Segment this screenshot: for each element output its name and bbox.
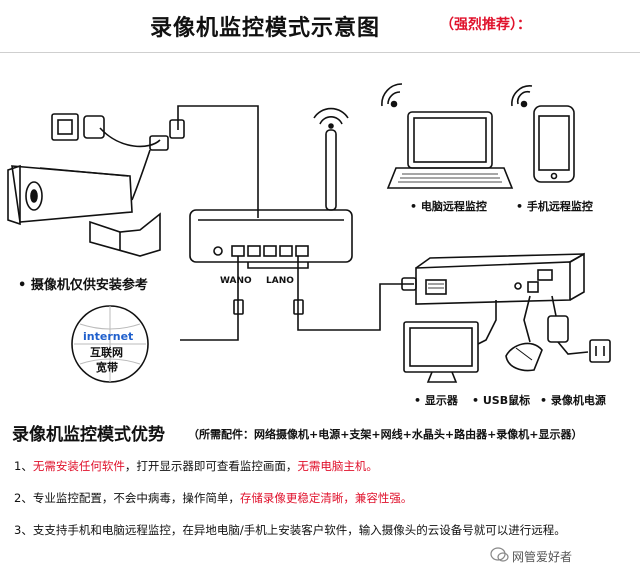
advantages-parts: （所需配件：网络摄像机+电源+支架+网线+水晶头+路由器+录像机+显示器） [188, 428, 583, 441]
monitor-icon [403, 321, 479, 383]
camera-bracket [89, 212, 161, 257]
nvr-power-adapter-icon [547, 315, 569, 343]
advantages-title: 录像机监控模式优势 [12, 425, 165, 445]
router-ports [231, 245, 309, 257]
camera-network-cable [177, 105, 259, 218]
header: 录像机监控模式示意图 （强烈推荐）： [0, 0, 640, 52]
item-text: 支支持手机和电脑远程监控，在异地电脑/手机上安装客户软件，输入摄像头的云设备号就… [32, 523, 566, 537]
wall-socket-icon [51, 113, 79, 141]
wifi-icon-router [313, 107, 349, 125]
router-wan-label: WANO [220, 276, 252, 286]
wan-cable [180, 256, 239, 341]
nvr-network-plug [401, 277, 417, 291]
wan-plug [233, 299, 244, 315]
tag-text: 强烈推荐 [454, 17, 510, 33]
nvr-recorder-icon [415, 252, 585, 305]
wechat-icon [490, 547, 509, 562]
diagram [7, 83, 611, 383]
router-icon [189, 209, 353, 263]
wall-socket-icon-right [589, 339, 611, 363]
footer-brand: 网管爱好者 [512, 550, 573, 564]
camera-note: • 摄像机仅供安装参考 [18, 278, 148, 293]
tag-open: （ [440, 17, 454, 33]
monitor-label: • 显示器 [414, 394, 458, 407]
usb-mouse-label: • USB鼠标 [472, 394, 531, 407]
router-antenna [325, 129, 337, 211]
wifi-icon-phone [511, 85, 533, 107]
advantage-item-3: 3、支支持手机和电脑远程监控，在异地电脑/手机上安装客户软件，输入摄像头的云设备… [14, 522, 566, 538]
router-lan-label: LANO [266, 276, 294, 286]
internet-cn2: 宽带 [96, 361, 118, 374]
internet-title: internet [83, 330, 134, 343]
laptop-icon [386, 111, 514, 189]
header-divider [0, 52, 640, 53]
vga-cable [477, 300, 497, 345]
wifi-icon-laptop [381, 83, 403, 107]
item-mid: ，打开显示器即可查看监控画面， [124, 459, 298, 473]
page-title: 录像机监控模式示意图 [150, 16, 381, 41]
nvr-power-label: • 录像机电源 [540, 394, 606, 407]
recommend-tag: （强烈推荐）： [440, 14, 531, 34]
usb-mouse-icon [505, 342, 543, 372]
phone-monitoring-label: • 手机远程监控 [516, 200, 593, 213]
item-pre: 专业监控配置，不会中病毒，操作简单， [32, 491, 240, 505]
item-num: 2、 [14, 491, 33, 505]
power-adapter-icon [83, 115, 105, 139]
camera-power-cable [99, 127, 161, 201]
item-red: 无需安装任何软件 [32, 459, 125, 473]
pc-monitoring-label: • 电脑远程监控 [410, 200, 487, 213]
lan-plug [293, 299, 304, 315]
phone-icon [533, 105, 575, 183]
item-red2: 无需电脑主机。 [297, 459, 378, 473]
item-red: 存储录像更稳定清晰，兼容性强。 [239, 491, 413, 505]
item-num: 3、 [14, 523, 33, 537]
item-num: 1、 [14, 459, 33, 473]
mouse-cable [523, 295, 531, 343]
tag-close: ）： [510, 17, 531, 33]
cable-connector [169, 119, 185, 139]
internet-cn1: 互联网 [90, 346, 123, 359]
advantage-item-2: 2、专业监控配置，不会中病毒，操作简单，存储录像更稳定清晰，兼容性强。 [14, 490, 412, 506]
advantage-item-1: 1、无需安装任何软件，打开显示器即可查看监控画面，无需电脑主机。 [14, 458, 378, 474]
